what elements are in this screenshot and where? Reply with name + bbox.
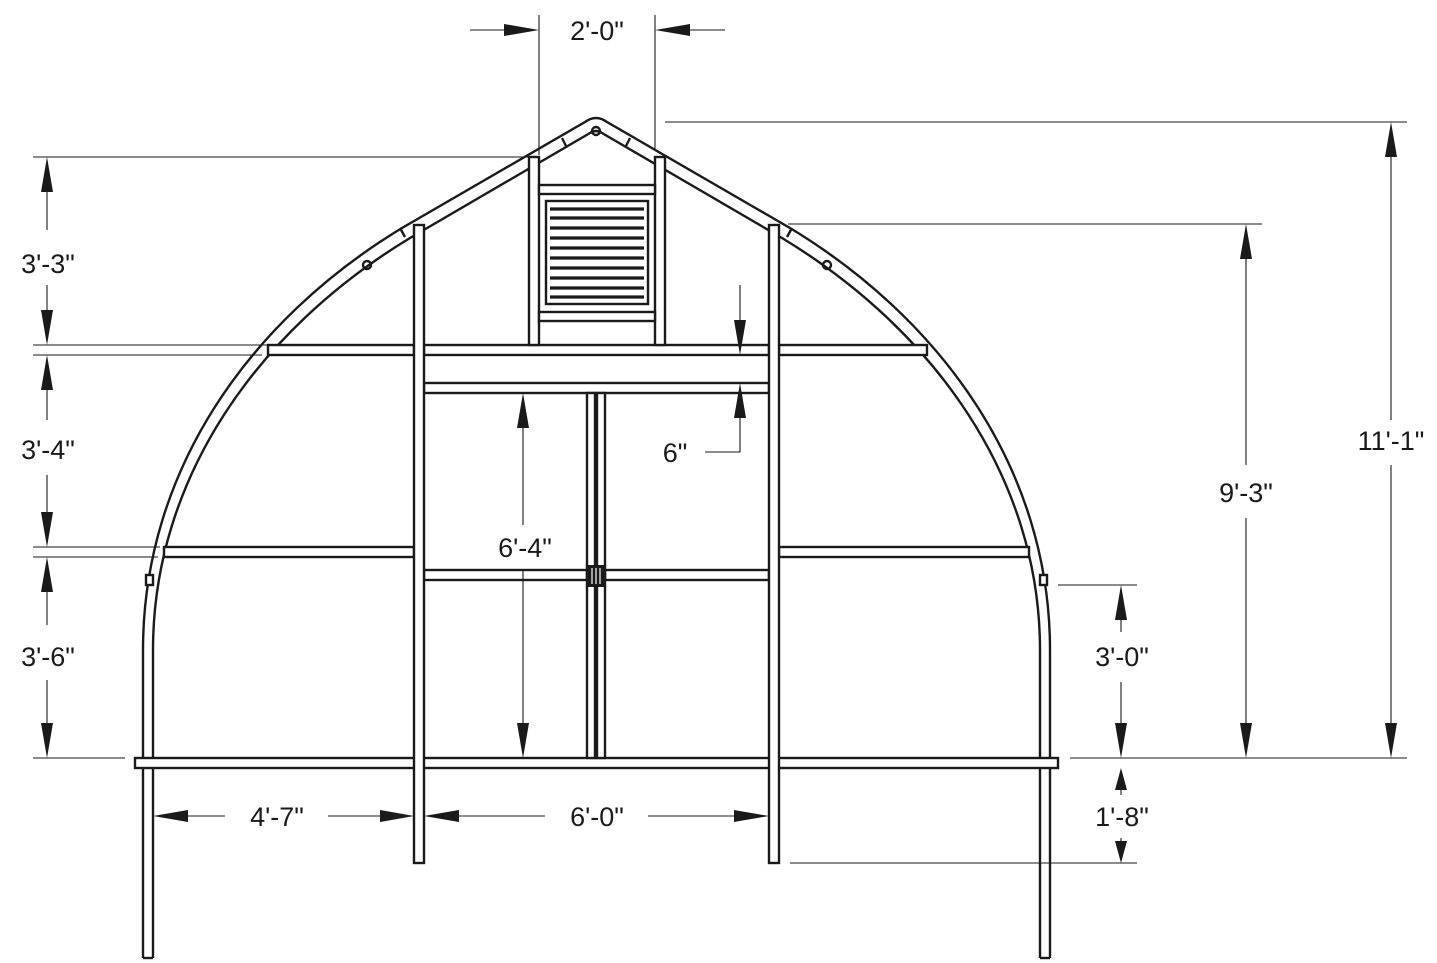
door-post-right bbox=[767, 223, 781, 865]
side-clip-right bbox=[1038, 573, 1049, 587]
purlin-bolt-right bbox=[821, 259, 833, 271]
door-crossbar-left bbox=[422, 568, 589, 582]
outer-hoop-outer-edge bbox=[141, 116, 1052, 958]
door-crossbar-right bbox=[603, 568, 771, 582]
upper-rail-center bbox=[422, 343, 771, 357]
dim-label-door-height: 6'-4" bbox=[498, 533, 552, 563]
dimension-labels: 2'-0" 3'-3" 3'-4" 3'-6" 6" 6'-4" 9'-3" 1… bbox=[21, 16, 1424, 832]
base-rail bbox=[133, 756, 1060, 770]
middle-rail-right bbox=[777, 545, 1031, 559]
dim-label-lower-section: 3'-6" bbox=[21, 642, 75, 672]
dim-label-peak-width: 2'-0" bbox=[570, 16, 624, 46]
dim-label-eave-height: 9'-3" bbox=[1219, 478, 1273, 508]
vent-frame-bottom bbox=[537, 310, 657, 323]
dimension-lines bbox=[33, 15, 1407, 864]
dim-label-upper-section: 3'-3" bbox=[21, 249, 75, 279]
dim-label-overall-height: 11'-1" bbox=[1358, 426, 1425, 456]
dim-label-door-width: 6'-0" bbox=[570, 802, 624, 832]
dim-label-side-span: 4'-7" bbox=[250, 802, 304, 832]
dim-label-header-depth: 6" bbox=[663, 438, 688, 468]
vent-frame-top bbox=[537, 183, 657, 196]
door-latch-icon bbox=[586, 565, 606, 587]
vent-louvers bbox=[550, 207, 644, 299]
upper-rail-right bbox=[777, 343, 929, 357]
door-header bbox=[422, 381, 771, 395]
dim-label-baseboard-height: 3'-0" bbox=[1095, 642, 1149, 672]
dim-label-middle-section: 3'-4" bbox=[21, 435, 75, 465]
ridge-bolt bbox=[590, 125, 602, 137]
vent-post-right bbox=[653, 155, 667, 347]
greenhouse-frame bbox=[133, 116, 1060, 960]
outer-hoop-inner-edge bbox=[151, 129, 1042, 958]
door-post-left bbox=[412, 223, 426, 865]
dim-label-ground-depth: 1'-8" bbox=[1095, 802, 1149, 832]
side-clip-left bbox=[144, 573, 155, 587]
upper-rail-left bbox=[266, 343, 416, 357]
middle-rail-left bbox=[162, 545, 416, 559]
vent-post-left bbox=[527, 155, 541, 347]
vent-louver-box bbox=[544, 199, 650, 306]
purlin-bolt-left bbox=[361, 259, 373, 271]
